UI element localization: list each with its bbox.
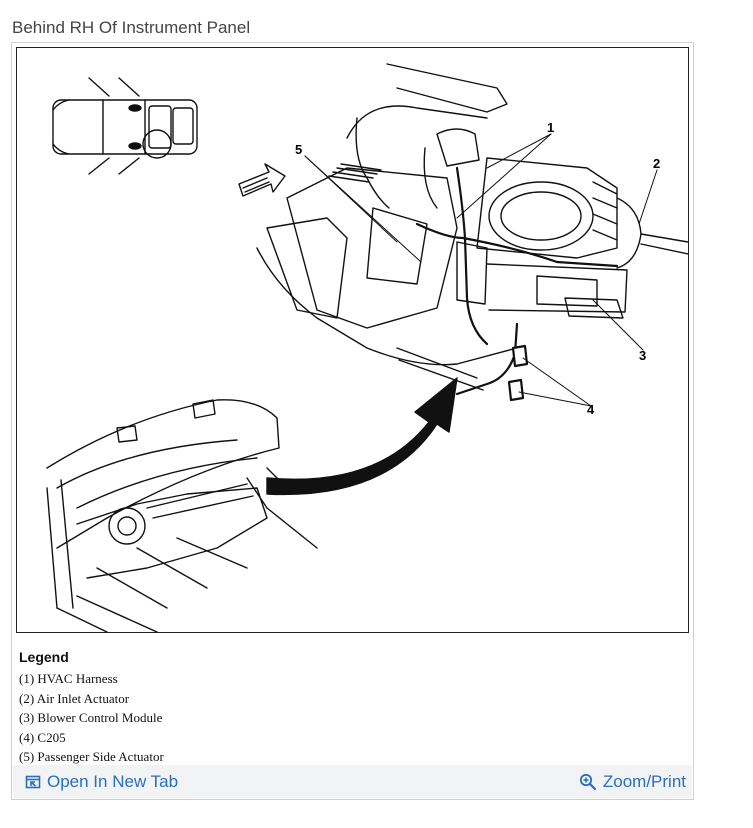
legend-item-3: (3) Blower Control Module — [19, 710, 163, 725]
magnifier-plus-icon — [579, 773, 596, 791]
open-new-tab-icon — [25, 775, 41, 789]
vehicle-locator-inset — [52, 77, 198, 175]
legend: Legend (1) HVAC Harness (2) Air Inlet Ac… — [19, 649, 679, 767]
lower-instrument-panel — [46, 399, 318, 632]
callout-leaders — [304, 133, 658, 407]
legend-item-5: (5) Passenger Side Actuator — [19, 749, 164, 764]
open-in-new-tab-label: Open In New Tab — [47, 772, 179, 791]
callout-3: 3 — [639, 348, 647, 363]
image-footer-bar: Open In New Tab Zoom/Print — [13, 765, 692, 798]
detail-arrow — [266, 377, 458, 496]
callout-1: 1 — [547, 120, 555, 135]
hvac-module-assembly — [256, 63, 688, 391]
zoom-print-link[interactable]: Zoom/Print — [579, 772, 686, 792]
open-in-new-tab-link[interactable]: Open In New Tab — [25, 772, 178, 792]
callout-5: 5 — [295, 142, 303, 157]
instrument-panel-drawing — [46, 63, 688, 632]
callout-2: 2 — [653, 156, 661, 171]
diagram-frame: 1 2 3 4 5 Legend (1) HVAC Harness (2) Ai… — [11, 42, 694, 800]
legend-item-1: (1) HVAC Harness — [19, 671, 118, 686]
page-caption: Behind RH Of Instrument Panel — [12, 18, 251, 37]
zoom-print-label: Zoom/Print — [602, 772, 686, 791]
hvac-diagram-image: 1 2 3 4 5 — [16, 47, 689, 633]
legend-item-2: (2) Air Inlet Actuator — [19, 690, 130, 706]
callout-4: 4 — [587, 402, 595, 417]
hvac-harness-wiring — [415, 166, 619, 402]
legend-item-4: (4) C205 — [19, 729, 66, 745]
view-direction-arrow — [238, 163, 286, 197]
legend-title: Legend — [19, 649, 69, 665]
